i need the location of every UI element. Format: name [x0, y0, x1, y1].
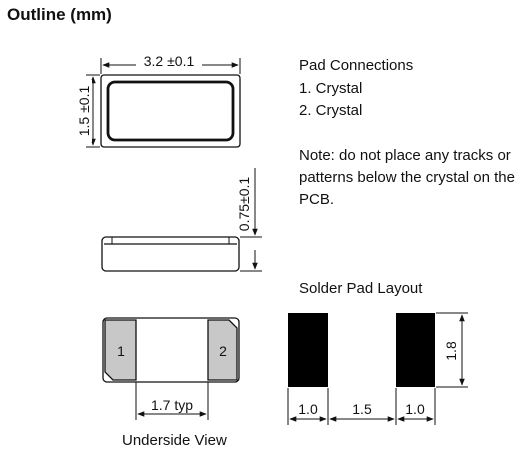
note-line-3: PCB.: [299, 191, 335, 208]
page-title: Outline (mm): [7, 5, 112, 24]
solder-pad-layout: 1.0 1.5 1.0 1.8: [287, 312, 468, 425]
top-view: 3.2 ±0.1 1.5 ±0.1: [76, 53, 241, 148]
pad-width-label: 1.0: [298, 401, 318, 417]
solder-pad-1: [288, 313, 328, 387]
solder-pad-2: [396, 313, 435, 387]
pad-height-label: 1.8: [443, 341, 459, 361]
thickness-dimension-label: 0.75±0.1: [236, 177, 252, 232]
pad-connection-item-1: 1. Crystal: [299, 80, 363, 97]
pad-connection-item-2: 2. Crystal: [299, 102, 363, 119]
top-view-lid: [106, 80, 235, 142]
underside-pad-1: [104, 319, 137, 381]
underside-pad-2-label: 2: [219, 343, 227, 359]
side-view: 0.75±0.1: [101, 168, 262, 272]
top-width-dimension-label: 3.2 ±0.1: [144, 53, 195, 69]
top-view-body-outline: [100, 74, 241, 148]
note-line-1: Note: do not place any tracks or: [299, 147, 511, 164]
solder-pad-layout-heading: Solder Pad Layout: [299, 280, 423, 297]
underside-view: 1 2 1.7 typ: [102, 317, 240, 420]
pitch-dimension-label: 1.7 typ: [151, 397, 193, 413]
top-height-dimension-label: 1.5 ±0.1: [76, 86, 92, 137]
note-line-2: patterns below the crystal on the: [299, 169, 515, 186]
pad-connections-heading: Pad Connections: [299, 57, 414, 74]
side-view-body: [101, 236, 240, 272]
underside-view-caption: Underside View: [122, 432, 227, 449]
underside-pad-2: [207, 319, 238, 381]
underside-pad-1-label: 1: [117, 343, 125, 359]
pad-gap-label: 1.5: [352, 401, 372, 417]
underside-body: [102, 317, 240, 383]
pad-width-2-label: 1.0: [405, 401, 425, 417]
